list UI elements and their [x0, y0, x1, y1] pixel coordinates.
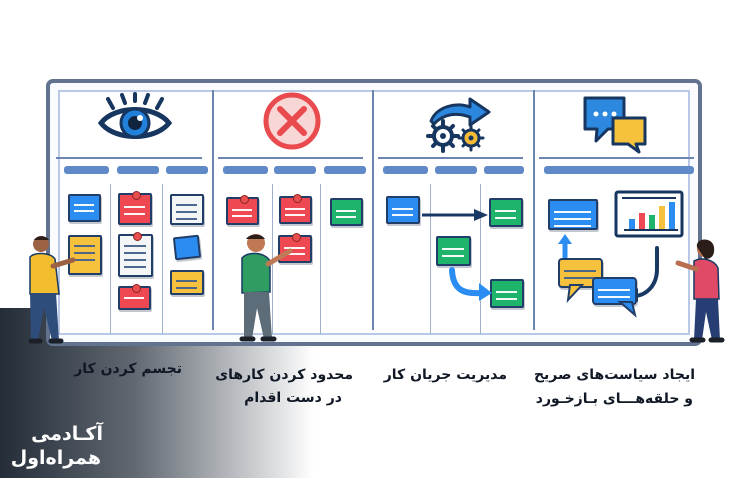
sticky-note: [226, 195, 259, 225]
sticky-note: [490, 279, 524, 308]
column-header-bar: [223, 166, 268, 174]
sticky-note: [548, 199, 598, 230]
subcolumn-divider: [480, 184, 481, 334]
label-limit-wip-line-2: در دست اقدام: [244, 390, 342, 406]
column-header-bar: [435, 166, 477, 174]
eye-icon: [97, 92, 173, 139]
sticky-note: [170, 270, 204, 295]
flow-curved-arrow-icon: [449, 267, 492, 301]
label-manage-flow: مدیریت جریان کار: [383, 367, 507, 383]
sticky-note: [170, 194, 204, 225]
gears-arrow-icon: [426, 97, 491, 153]
header-line-visualize: [56, 157, 202, 159]
subcolumn-divider: [162, 184, 163, 334]
sticky-note: [278, 233, 312, 263]
academy-logo-line-1: آکـادمی: [31, 423, 103, 445]
label-policies-line-2: و حلقه‌هـــای بـازخـورد: [535, 391, 693, 407]
person-pointing-left-column: [28, 236, 76, 344]
column-divider-1: [212, 90, 214, 330]
column-header-bar: [544, 166, 694, 174]
sticky-note: [118, 191, 152, 225]
column-divider-3: [533, 90, 535, 330]
feedback-speech-bubble: [592, 277, 637, 305]
sticky-note: [68, 194, 101, 222]
sticky-note: [118, 232, 153, 277]
label-visualize-work: تجسم کردن کار: [74, 361, 182, 377]
column-header-bar: [117, 166, 159, 174]
yellow-bubble-tail-icon: [566, 284, 585, 303]
sticky-note: [279, 194, 312, 224]
sticky-note: [489, 198, 523, 227]
column-header-bar: [324, 166, 366, 174]
sticky-note: [436, 236, 471, 266]
academy-logo-line-2: همراه‌اول: [10, 447, 101, 469]
sticky-note: [330, 198, 363, 226]
sticky-note: [118, 284, 151, 310]
speech-bubbles-icon: [583, 96, 647, 154]
sticky-note: [68, 235, 102, 275]
sticky-note: [386, 196, 420, 224]
chart-screen-icon: [614, 190, 684, 238]
column-header-bar: [274, 166, 316, 174]
label-policies-line-1: ایجاد سیاست‌های صریح: [533, 367, 695, 383]
person-pointing-wip-column: [239, 234, 293, 342]
blue-bubble-tail-icon: [617, 301, 637, 318]
header-line-policies: [539, 157, 694, 159]
column-header-bar: [484, 166, 524, 174]
column-header-bar: [166, 166, 208, 174]
person-pointing-policies-column: [675, 239, 725, 343]
x-circle-icon: [263, 92, 321, 150]
subcolumn-divider: [110, 184, 111, 334]
header-line-flow: [378, 157, 523, 159]
flow-arrow-right-icon: [422, 209, 488, 221]
column-divider-2: [372, 90, 374, 330]
subcolumn-divider: [430, 184, 431, 334]
subcolumn-divider: [320, 184, 321, 334]
column-header-bar: [64, 166, 109, 174]
sticky-note: [172, 234, 202, 261]
column-header-bar: [383, 166, 428, 174]
header-line-limit: [218, 157, 363, 159]
label-limit-wip-line-1: محدود کردن کارهای: [215, 367, 353, 383]
